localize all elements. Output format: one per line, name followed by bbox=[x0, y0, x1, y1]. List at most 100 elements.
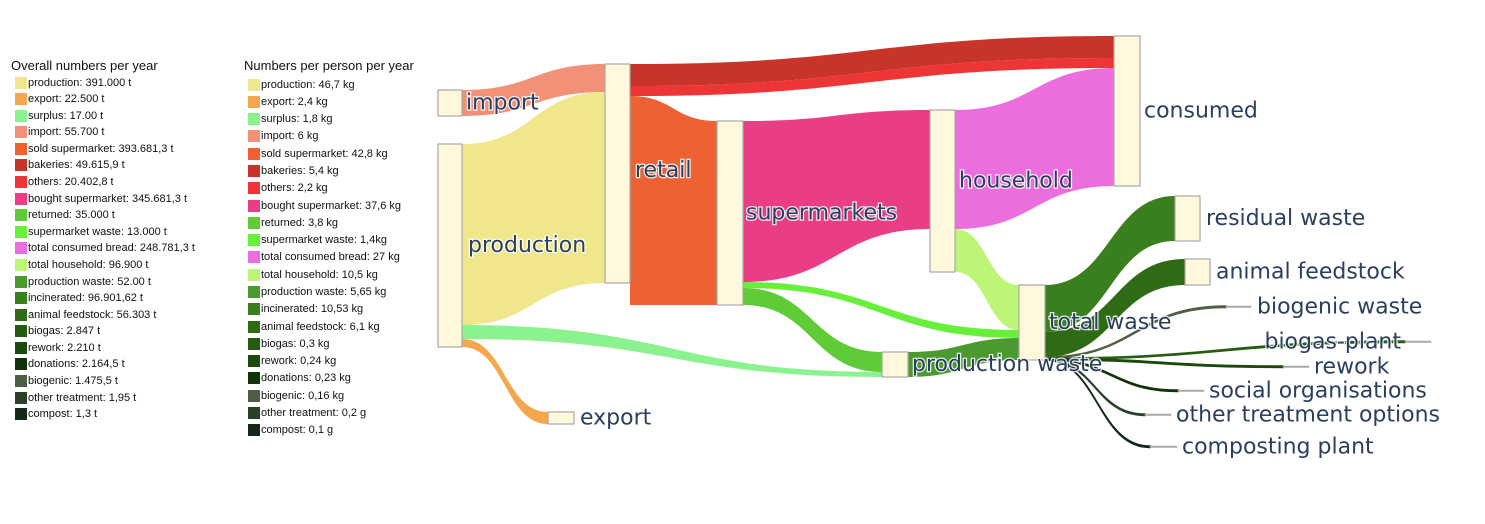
sankey-node-production[interactable] bbox=[437, 143, 463, 348]
legend-item: donations: 0,23 kg bbox=[248, 372, 444, 385]
sankey-node-import[interactable] bbox=[437, 89, 463, 117]
legend-label: biogas: 2.847 t bbox=[28, 325, 101, 338]
legend-swatch bbox=[15, 341, 27, 354]
sankey-link-animal-feedstock[interactable]: animal feedstock: 56303 bbox=[1045, 259, 1185, 357]
legend-swatch bbox=[248, 424, 260, 437]
sankey-node-label-residual-waste: residual waste bbox=[1206, 206, 1365, 231]
legend-swatch bbox=[15, 93, 27, 106]
legend-item: import: 6 kg bbox=[248, 130, 444, 143]
sankey-node-export[interactable] bbox=[547, 411, 575, 425]
legend-swatch bbox=[15, 308, 27, 321]
legend-label: rework: 2.210 t bbox=[28, 341, 101, 354]
sankey-link-total-household[interactable]: total household: 96900 bbox=[955, 229, 1019, 330]
sankey-node-supermarkets[interactable] bbox=[716, 120, 744, 306]
legend-swatch bbox=[248, 165, 260, 177]
sankey-node-composting-plant[interactable] bbox=[1149, 445, 1178, 448]
legend-swatch bbox=[15, 408, 27, 421]
legend-label: surplus: 1,8 kg bbox=[261, 113, 333, 126]
legend-swatch bbox=[248, 113, 260, 126]
legend-label: other treatment: 0,2 g bbox=[261, 406, 367, 419]
legend-swatch bbox=[15, 159, 27, 172]
legend-item: production: 391.000 t bbox=[15, 76, 206, 90]
sankey-link-bought-supermarket[interactable]: bought supermarket: 345681.3 bbox=[743, 110, 930, 282]
legend-item: rework: 0,24 kg bbox=[248, 355, 444, 368]
sankey-node-label-household: household bbox=[959, 169, 1073, 194]
legend-label: surplus: 17.00 t bbox=[28, 109, 104, 122]
legend-label: sold supermarket: 42,8 kg bbox=[261, 147, 388, 160]
legend-label: others: 2,2 kg bbox=[261, 182, 328, 195]
sankey-labels: importproductionexportretailsupermarkets… bbox=[465, 89, 1442, 460]
legend-item: donations: 2.164,5 t bbox=[15, 358, 206, 371]
sankey-link-production[interactable]: production: 391000 bbox=[462, 92, 605, 325]
sankey-link-export[interactable]: export: 22500 bbox=[462, 339, 548, 424]
legend-item: sold supermarket: 393.681,3 t bbox=[15, 142, 206, 156]
legend-label: total consumed bread: 27 kg bbox=[261, 251, 400, 264]
sankey-node-biogenic-waste[interactable] bbox=[1225, 305, 1252, 308]
sankey-node-label-consumed: consumed bbox=[1144, 99, 1258, 124]
sankey-link-import[interactable]: import: 55700 bbox=[462, 64, 605, 116]
sankey-node-animal-feedstock[interactable] bbox=[1184, 258, 1211, 286]
legend-label: bought supermarket: 37,6 kg bbox=[261, 199, 402, 212]
legend-label: total household: 10,5 kg bbox=[261, 268, 378, 281]
sankey-link-others[interactable]: others: 20402.8 bbox=[630, 58, 1114, 96]
legend-item: biogenic: 0,16 kg bbox=[248, 389, 444, 403]
sankey-link-production-waste[interactable]: production waste: 52000 bbox=[908, 338, 1019, 377]
sankey-node-residual-waste[interactable] bbox=[1174, 195, 1201, 242]
sankey-node-label-animal-feedstock: animal feedstock bbox=[1216, 260, 1405, 285]
legend-label: donations: 2.164,5 t bbox=[28, 358, 125, 371]
sankey-link-sold-supermarket[interactable]: sold supermarket: 393681.3 bbox=[630, 96, 717, 305]
legend-item: production waste: 5,65 kg bbox=[248, 285, 444, 299]
legend-label: export: 22.500 t bbox=[28, 93, 105, 106]
sankey-node-label-retail: retail bbox=[635, 158, 691, 183]
legend-overall-items: production: 391.000 t export: 22.500 t sur… bbox=[11, 76, 206, 422]
sankey-link-returned[interactable]: returned: 35000 bbox=[743, 288, 882, 372]
sankey-node-household[interactable] bbox=[929, 109, 956, 273]
legend-label: returned: 3,8 kg bbox=[261, 216, 339, 229]
legend-swatch bbox=[15, 76, 27, 89]
sankey-node-label-import: import bbox=[466, 91, 539, 116]
sankey-link-surplus[interactable]: surplus: 17000 bbox=[462, 325, 882, 377]
legend-label: production: 391.000 t bbox=[28, 76, 132, 89]
sankey-node-label-composting-plant: composting plant bbox=[1182, 434, 1374, 459]
legend-swatch bbox=[248, 251, 260, 264]
legend-swatch bbox=[15, 258, 27, 271]
legend-item: import: 55.700 t bbox=[15, 126, 206, 139]
sankey-node-label-biogenic-waste: biogenic waste bbox=[1257, 294, 1422, 319]
legend-swatch bbox=[248, 95, 260, 108]
sankey-node-other-treatment[interactable] bbox=[1144, 413, 1172, 416]
sankey-node-label-production: production bbox=[468, 233, 586, 258]
legend-swatch bbox=[248, 389, 260, 402]
legend-label: compost: 0,1 g bbox=[261, 424, 334, 437]
sankey-node-label-other-treatment: other treatment options bbox=[1176, 402, 1440, 427]
sankey-link-total-consumed-bread[interactable]: total consumed bread: 248781.3 bbox=[955, 68, 1114, 229]
sankey-node-rework[interactable] bbox=[1282, 365, 1310, 368]
legend-swatch bbox=[248, 78, 260, 91]
legend-item: supermarket waste: 1,4kg bbox=[248, 234, 444, 247]
legend-label: production waste: 52.00 t bbox=[28, 275, 151, 288]
sankey-link-supermarket-waste[interactable]: supermarket waste: 13000 bbox=[743, 282, 1019, 338]
sankey-link-bakeries[interactable]: bakeries: 49615.9 bbox=[630, 36, 1114, 86]
legend-label: incinerated: 96.901,62 t bbox=[28, 292, 143, 305]
sankey-node-biogas-plant[interactable] bbox=[1404, 340, 1432, 343]
sankey-node-social-organisations[interactable] bbox=[1177, 389, 1205, 392]
legend-item: rework: 2.210 t bbox=[15, 341, 206, 355]
legend-item: bakeries: 49.615,9 t bbox=[15, 159, 206, 172]
legend-item: total consumed bread: 248.781,3 t bbox=[15, 242, 206, 255]
sankey-node-production-waste[interactable] bbox=[881, 351, 909, 378]
legend-label: total household: 96.900 t bbox=[28, 258, 149, 271]
legend-label: rework: 0,24 kg bbox=[261, 355, 337, 368]
legend-label: biogas: 0,3 kg bbox=[261, 337, 330, 350]
legend-item: surplus: 1,8 kg bbox=[248, 113, 444, 126]
sankey-node-consumed[interactable] bbox=[1113, 35, 1141, 187]
sankey-node-retail[interactable] bbox=[604, 63, 631, 284]
sankey-nodes bbox=[437, 35, 1432, 448]
sankey-link-incinerated[interactable]: incinerated: 96901.62 bbox=[1045, 196, 1175, 332]
legend-per-person-title: Numbers per person per year bbox=[244, 58, 414, 73]
legend-item: bought supermarket: 345.681,3 t bbox=[15, 192, 206, 206]
legend-label: biogenic: 0,16 kg bbox=[261, 389, 345, 402]
legend-swatch bbox=[248, 234, 260, 247]
legend-swatch bbox=[15, 126, 27, 139]
sankey-node-total-waste[interactable] bbox=[1018, 284, 1046, 361]
legend-swatch bbox=[15, 391, 27, 404]
